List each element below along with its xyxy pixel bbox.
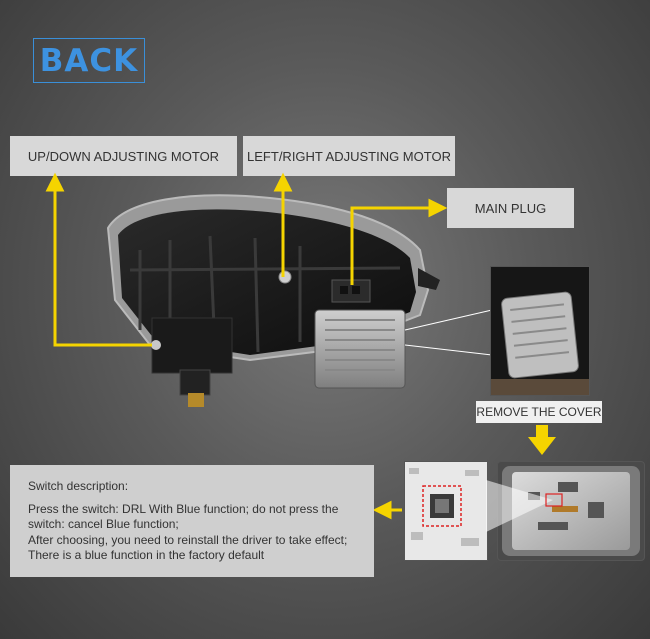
leftright-motor-label: LEFT/RIGHT ADJUSTING MOTOR [243,136,455,176]
leftright-motor-text: LEFT/RIGHT ADJUSTING MOTOR [247,148,451,164]
switch-description-line: There is a blue function in the factory … [28,548,265,562]
switch-highlight [422,485,462,527]
switch-description-line: After choosing, you need to reinstall th… [28,532,348,547]
switch-description-line: switch: cancel Blue function; [28,517,179,531]
cover-inset-photo [490,266,590,396]
switch-description-panel: Switch description: Press the switch: DR… [10,465,374,577]
leftright-arrow-head [273,172,293,192]
back-title: BACK [39,42,139,79]
switch-arrow-head [372,500,392,520]
remove-cover-text: REMOVE THE COVER [476,405,602,419]
remove-cover-label: REMOVE THE COVER [476,401,602,423]
main-plug-label: MAIN PLUG [447,188,574,228]
updown-motor-text: UP/DOWN ADJUSTING MOTOR [27,148,220,164]
updown-motor-screw [151,340,161,350]
switch-description-title: Switch description: [28,479,129,493]
switch-description-line: Press the switch: DRL With Blue function… [28,501,339,516]
down-arrow-icon [528,425,556,455]
back-title-badge: BACK [33,38,145,83]
updown-motor-body [151,317,233,374]
updown-arrow-head [45,172,65,192]
main-plug-text: MAIN PLUG [474,200,547,216]
mainplug-arrow-head [428,198,448,218]
updown-motor-label: UP/DOWN ADJUSTING MOTOR [10,136,237,176]
